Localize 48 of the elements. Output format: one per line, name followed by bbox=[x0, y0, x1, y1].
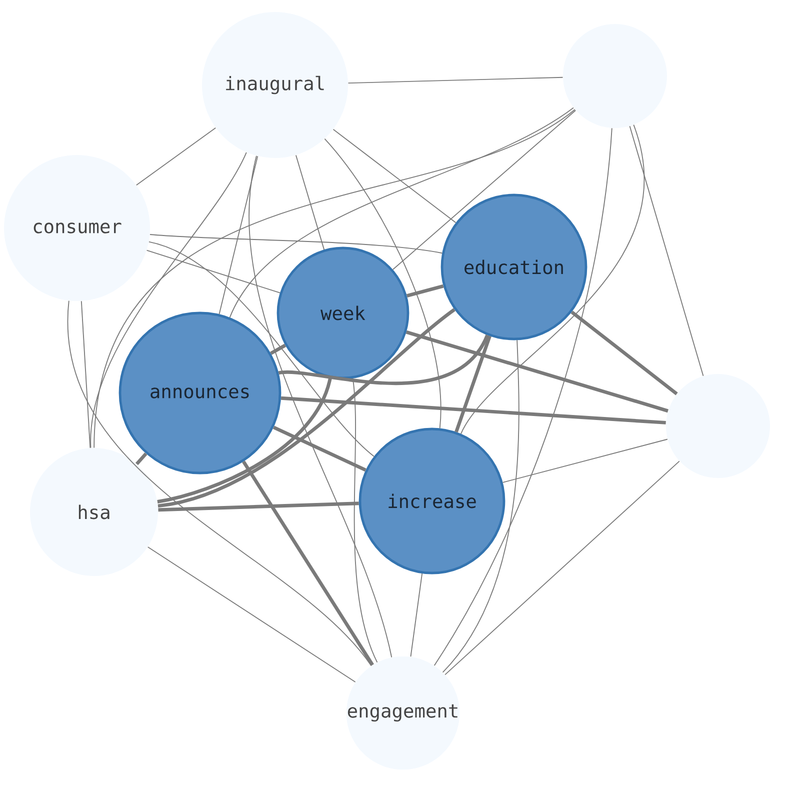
connector-line bbox=[444, 460, 680, 676]
keyword-bubble: increase bbox=[358, 428, 506, 574]
connector-line bbox=[392, 110, 576, 270]
keyword-bubble: consumer bbox=[4, 155, 150, 301]
connector-line bbox=[80, 300, 91, 448]
connector-line bbox=[460, 124, 644, 434]
connector-line bbox=[454, 336, 492, 432]
connector-line bbox=[158, 308, 456, 508]
connector-line bbox=[324, 138, 442, 429]
connector-line bbox=[148, 241, 374, 457]
connector-line bbox=[352, 378, 378, 663]
connector-line bbox=[272, 426, 366, 472]
keyword-bubble: announces bbox=[118, 312, 282, 474]
connector-line bbox=[502, 438, 668, 483]
empty-bubble bbox=[666, 374, 770, 478]
keyword-bubble: engagement bbox=[346, 656, 460, 770]
connector-line bbox=[249, 155, 392, 658]
connector-line bbox=[332, 128, 456, 224]
connector-line bbox=[442, 340, 520, 673]
connector-line bbox=[629, 126, 704, 376]
connector-line bbox=[136, 127, 216, 186]
connector-line bbox=[135, 452, 148, 466]
connector-line bbox=[406, 330, 668, 413]
connector-line bbox=[242, 460, 374, 666]
connector-line bbox=[147, 546, 356, 682]
connector-line bbox=[218, 156, 258, 315]
connector-line bbox=[434, 128, 612, 666]
connector-line bbox=[146, 250, 280, 294]
connector-line bbox=[158, 502, 359, 512]
connector-line bbox=[406, 284, 444, 298]
connector-line bbox=[68, 300, 372, 666]
keyword-bubble: hsa bbox=[30, 448, 158, 576]
connector-line bbox=[94, 109, 576, 448]
connector-line bbox=[280, 396, 666, 424]
connector-line bbox=[90, 152, 247, 448]
connector-line bbox=[270, 344, 286, 355]
connector-line bbox=[410, 573, 423, 658]
keyword-bubble: inaugural bbox=[202, 12, 348, 158]
connector-line bbox=[278, 334, 489, 385]
connector-line bbox=[157, 377, 332, 504]
keyword-bubble: education bbox=[440, 194, 588, 340]
connector-line bbox=[570, 310, 678, 396]
connector-line bbox=[348, 76, 564, 84]
connector-line bbox=[295, 154, 325, 250]
connector-line bbox=[150, 234, 443, 254]
keyword-bubble: week bbox=[276, 246, 410, 380]
empty-bubble bbox=[563, 24, 667, 128]
connector-line bbox=[229, 107, 574, 318]
